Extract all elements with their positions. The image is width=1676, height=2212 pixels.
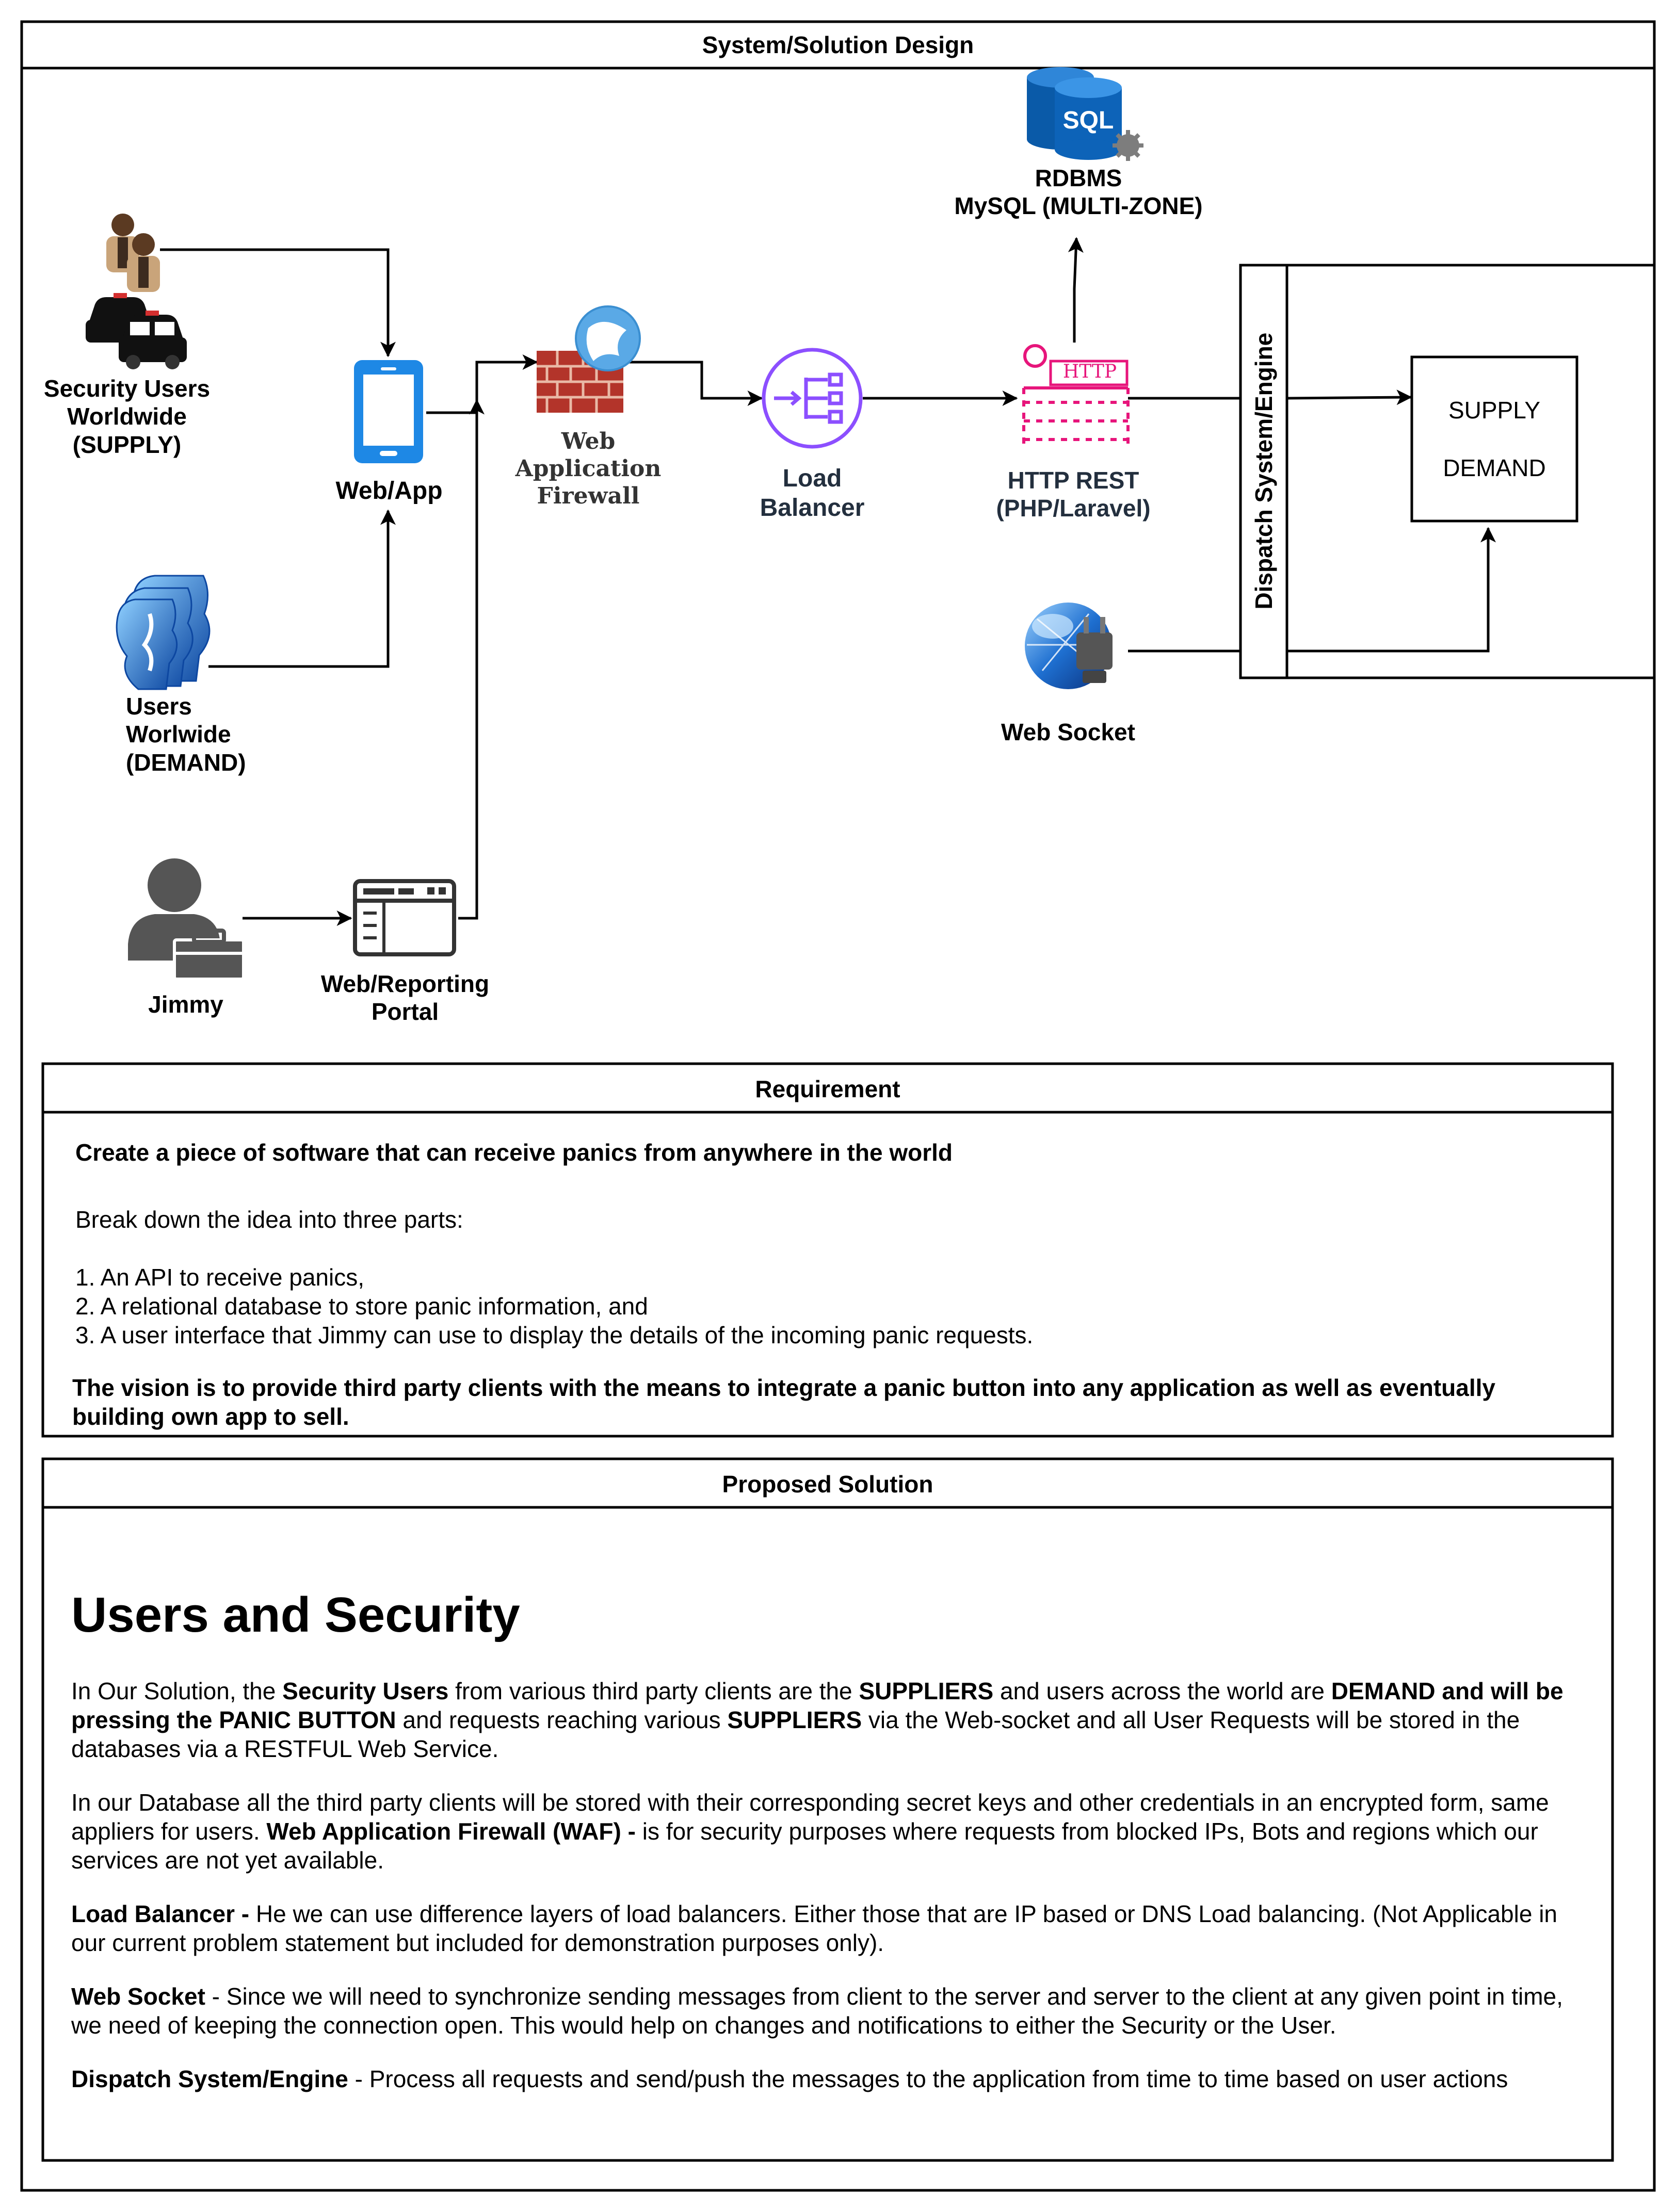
solution-panel: [41, 1457, 1614, 2162]
police-car-icon: [86, 293, 187, 369]
supply-label: SUPPLY: [1448, 397, 1541, 424]
reporting-portal-label: Web/Reporting Portal: [320, 970, 490, 1026]
solution-paragraph-4: Web Socket - Since we will need to synch…: [71, 1983, 1563, 2039]
requirement-item-1: 1. An API to receive panics,: [75, 1264, 364, 1291]
firewall-icon: [537, 305, 641, 413]
edge-demand-to-webapp: [208, 509, 396, 668]
load-balancer-icon: [762, 348, 863, 449]
http-badge-text: HTTP: [1062, 361, 1117, 382]
sql-database-icon: [1027, 67, 1143, 161]
http-rest-label: HTTP REST (PHP/Laravel): [996, 467, 1151, 522]
http-endpoint-icon: [1022, 344, 1130, 444]
solution-title: Proposed Solution: [722, 1471, 933, 1498]
demand-label: DEMAND: [1443, 454, 1546, 481]
supply-demand-box: [1410, 355, 1578, 523]
edge-junction-to-waf: [475, 354, 538, 408]
edge-waf-to-lb: [625, 361, 763, 406]
solution-heading: Users and Security: [71, 1587, 520, 1642]
web-socket-globe-icon: [1025, 603, 1113, 689]
edge-dispatch-to-supply: [1286, 389, 1412, 405]
edge-portal-to-junction: [458, 408, 478, 920]
requirement-body: Create a piece of software that can rece…: [72, 1138, 1589, 1431]
browser-window-icon: [353, 879, 456, 956]
requirement-title: Requirement: [755, 1076, 900, 1102]
security-users-label: Security Users Worldwide (SUPPLY): [43, 375, 211, 458]
solution-paragraph-3: Load Balancer - He we can use difference…: [71, 1900, 1558, 1956]
solution-body: In Our Solution, the Security Users from…: [71, 1677, 1588, 2118]
edge-security-to-webapp: [160, 248, 396, 357]
web-app-label: Web/App: [335, 477, 443, 505]
solution-paragraph-5: Dispatch System/Engine - Process all req…: [71, 2065, 1508, 2092]
dispatch-engine-label: Dispatch System/Engine: [1250, 332, 1277, 610]
requirement-panel: [41, 1062, 1614, 1438]
solution-paragraph-2: In our Database all the third party clie…: [71, 1789, 1549, 1874]
solution-paragraph-1: In Our Solution, the Security Users from…: [71, 1678, 1564, 1762]
user-with-toolbox-icon: [128, 858, 245, 981]
page-title: System/Solution Design: [702, 31, 974, 58]
outer-frame: [20, 20, 1656, 2192]
sql-badge-text: SQL: [1062, 107, 1114, 134]
rdbms-label: RDBMS MySQL (MULTI-ZONE): [954, 165, 1203, 220]
requirement-headline: Create a piece of software that can rece…: [75, 1139, 953, 1166]
edge-webapp-to-junction: [426, 399, 485, 415]
requirement-intro: Break down the idea into three parts:: [75, 1206, 463, 1233]
security-guard-icon: [106, 214, 160, 292]
waf-label: Web Application Firewall: [515, 428, 662, 509]
connectors: [160, 237, 1496, 926]
requirement-item-2: 2. A relational database to store panic …: [75, 1293, 648, 1320]
requirement-vision: The vision is to provide third party cli…: [72, 1374, 1495, 1430]
edge-dispatch-to-demand: [1287, 527, 1496, 653]
requirement-item-3: 3. A user interface that Jimmy can use t…: [75, 1322, 1034, 1348]
edge-http-to-rdbms: [1068, 237, 1084, 343]
mobile-phone-icon: [354, 360, 423, 463]
users-demand-label: Users Worlwide (DEMAND): [126, 693, 246, 776]
dispatch-container: [1239, 264, 1656, 679]
load-balancer-label: Load Balancer: [760, 465, 865, 522]
web-socket-label: Web Socket: [1001, 719, 1135, 745]
users-group-icon: [116, 575, 211, 690]
jimmy-label: Jimmy: [148, 991, 223, 1018]
